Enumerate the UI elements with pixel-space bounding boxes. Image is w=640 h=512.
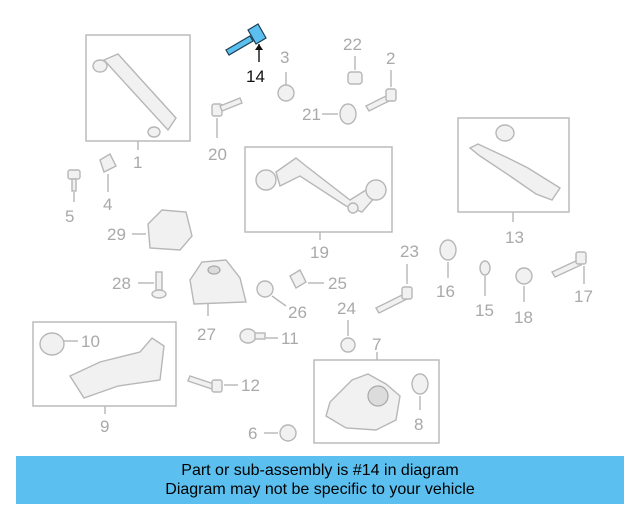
callout-21: 21: [302, 105, 321, 124]
part-4-bracket[interactable]: [99, 153, 117, 192]
callout-20: 20: [208, 145, 227, 164]
part-3-nut[interactable]: [277, 72, 295, 102]
part-12-bolt[interactable]: [187, 375, 238, 393]
callout-19: 19: [310, 243, 329, 262]
callout-26: 26: [288, 303, 307, 322]
callout-11: 11: [281, 329, 299, 348]
callout-25: 25: [328, 274, 347, 293]
part-28-screw[interactable]: [138, 271, 167, 299]
callout-4: 4: [103, 195, 112, 214]
part-25-bracket[interactable]: [289, 269, 324, 289]
callout-24: 24: [337, 299, 356, 318]
part-2-bolt[interactable]: [365, 70, 397, 112]
part-7-knuckle[interactable]: [313, 352, 440, 444]
callout-29: 29: [107, 225, 126, 244]
part-19-upper-arm[interactable]: [244, 146, 393, 240]
callout-22: 22: [343, 35, 362, 54]
callout-14: 14: [246, 67, 265, 86]
callout-9: 9: [100, 417, 109, 436]
part-9-trailing-arm[interactable]: [32, 321, 177, 414]
part-15-washer[interactable]: [479, 260, 491, 296]
part-20-bolt[interactable]: [211, 97, 243, 138]
part-18-nut[interactable]: [515, 267, 533, 302]
callout-28: 28: [112, 274, 131, 293]
part-13-lower-arm[interactable]: [457, 117, 570, 222]
part-1-link[interactable]: [85, 34, 191, 150]
callout-18: 18: [514, 308, 533, 327]
part-23-bolt[interactable]: [375, 264, 413, 314]
part-22-bushing[interactable]: [347, 56, 363, 85]
callout-8: 8: [414, 415, 423, 434]
callout-2: 2: [386, 49, 395, 68]
callout-12: 12: [241, 376, 260, 395]
callout-1: 1: [133, 153, 142, 172]
part-6-nut[interactable]: [264, 424, 297, 442]
part-5-bolt[interactable]: [67, 169, 81, 202]
callout-16: 16: [436, 282, 455, 301]
banner-line-1: Part or sub-assembly is #14 in diagram: [181, 462, 459, 479]
part-8-bushing[interactable]: [411, 373, 429, 410]
part-26-nut[interactable]: [256, 280, 287, 307]
callout-13: 13: [505, 228, 524, 247]
part-27-mount[interactable]: [189, 259, 247, 316]
part-29-mount[interactable]: [132, 209, 193, 251]
callout-10: 10: [81, 332, 100, 351]
part-24-washer[interactable]: [340, 320, 356, 353]
part-11-bolt[interactable]: [239, 328, 278, 344]
info-banner: Part or sub-assembly is #14 in diagram D…: [16, 456, 624, 504]
callout-23: 23: [400, 242, 419, 261]
callout-3: 3: [280, 48, 289, 67]
part-14-bolt[interactable]: [225, 23, 267, 62]
part-16-bushing[interactable]: [439, 239, 457, 278]
callout-7: 7: [372, 335, 381, 354]
callout-17: 17: [574, 287, 593, 306]
callout-27: 27: [197, 325, 216, 344]
callout-15: 15: [475, 301, 494, 320]
part-21-washer[interactable]: [322, 103, 357, 125]
part-17-bolt[interactable]: [550, 251, 587, 284]
callout-6: 6: [248, 424, 257, 443]
callout-5: 5: [65, 207, 74, 226]
banner-line-2: Diagram may not be specific to your vehi…: [165, 481, 475, 498]
